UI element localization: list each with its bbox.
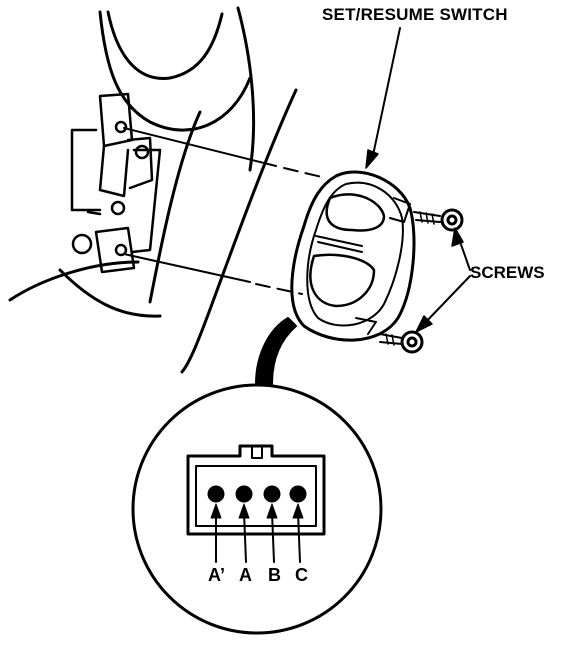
pin-label-a-prime: A’ <box>208 565 226 585</box>
pin-label-b: B <box>268 565 281 585</box>
pin-terminal-c <box>289 485 307 503</box>
lower-screw-arrowhead <box>415 315 433 333</box>
pin-terminal-a <box>235 485 253 503</box>
pin-label-c: C <box>295 565 308 585</box>
switch-body <box>290 170 416 342</box>
connector-housing <box>186 444 326 536</box>
pin-terminal-b <box>263 485 281 503</box>
title-leader-arrow <box>371 27 401 161</box>
title-arrowhead <box>365 149 379 169</box>
connector-pin-terminals <box>207 485 307 503</box>
mounting-bracket <box>70 92 162 274</box>
screws-leader-arrows <box>421 235 471 327</box>
pin-label-a: A <box>239 565 252 585</box>
pin-terminal-a-prime <box>207 485 225 503</box>
lower-screw <box>379 330 424 354</box>
set-resume-switch-label: SET/RESUME SWITCH <box>322 5 508 24</box>
screws-label: SCREWS <box>470 263 545 282</box>
connector-callout-circle <box>131 383 383 635</box>
pin-arrowheads <box>210 503 304 519</box>
pin-leader-lines <box>215 511 301 563</box>
alignment-lines <box>123 127 327 295</box>
callout-wedge <box>255 317 297 385</box>
upper-screw <box>413 208 464 232</box>
upper-screw-arrowhead <box>451 227 464 247</box>
steering-wheel-hub <box>8 6 298 374</box>
